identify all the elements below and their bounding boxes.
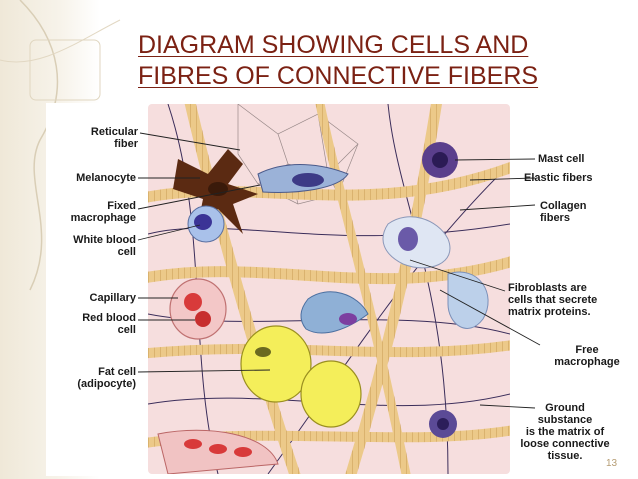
- mast-cell-shape: [422, 142, 458, 178]
- label-fat-cell: Fat cell (adipocyte): [77, 366, 136, 390]
- capillary-bottom: [157, 429, 279, 474]
- label-white-blood-cell: White blood cell: [73, 234, 136, 258]
- label-ground-substance-rest: is the matrix of loose connective tissue…: [520, 426, 610, 462]
- label-free-macrophage: Free macrophage: [554, 344, 620, 368]
- title-line-1: DIAGRAM SHOWING CELLS AND: [138, 31, 529, 59]
- label-ground-substance: Ground substance is the matrix of loose …: [512, 402, 618, 462]
- page-number: 13: [606, 458, 618, 469]
- label-elastic-fibers: Elastic fibers: [524, 172, 593, 184]
- fixed-macrophage-cell: [257, 164, 349, 193]
- decorative-ornament: [0, 0, 121, 291]
- slide-title: DIAGRAM SHOWING CELLS AND FIBRES OF CONN…: [138, 30, 598, 92]
- label-ground-substance-bold: Ground substance: [537, 402, 593, 426]
- capillary-shape: [169, 278, 227, 340]
- label-capillary: Capillary: [89, 292, 136, 304]
- label-mast-cell: Mast cell: [538, 153, 585, 165]
- connective-tissue-illustration: [148, 104, 510, 474]
- free-macrophage-cell: [300, 291, 369, 334]
- label-fibroblasts-rest: are cells that secrete matrix proteins.: [508, 282, 598, 318]
- label-collagen-fibers: Collagen fibers: [540, 200, 587, 224]
- label-fibroblasts: Fibroblasts are cells that secrete matri…: [508, 282, 634, 318]
- white-blood-cell-bottom: [429, 410, 457, 438]
- label-red-blood-cell: Red blood cell: [82, 312, 136, 336]
- label-melanocyte: Melanocyte: [76, 172, 136, 184]
- fat-cells: [240, 325, 362, 428]
- title-line-2: FIBRES OF CONNECTIVE FIBERS: [138, 62, 539, 90]
- white-blood-cell-shape: [187, 205, 225, 243]
- label-reticular-fiber: Reticular fiber: [90, 126, 138, 150]
- label-fibroblasts-bold: Fibroblasts: [508, 282, 568, 294]
- fibroblast-cell: [382, 216, 489, 329]
- label-fixed-macrophage: Fixed macrophage: [70, 200, 136, 224]
